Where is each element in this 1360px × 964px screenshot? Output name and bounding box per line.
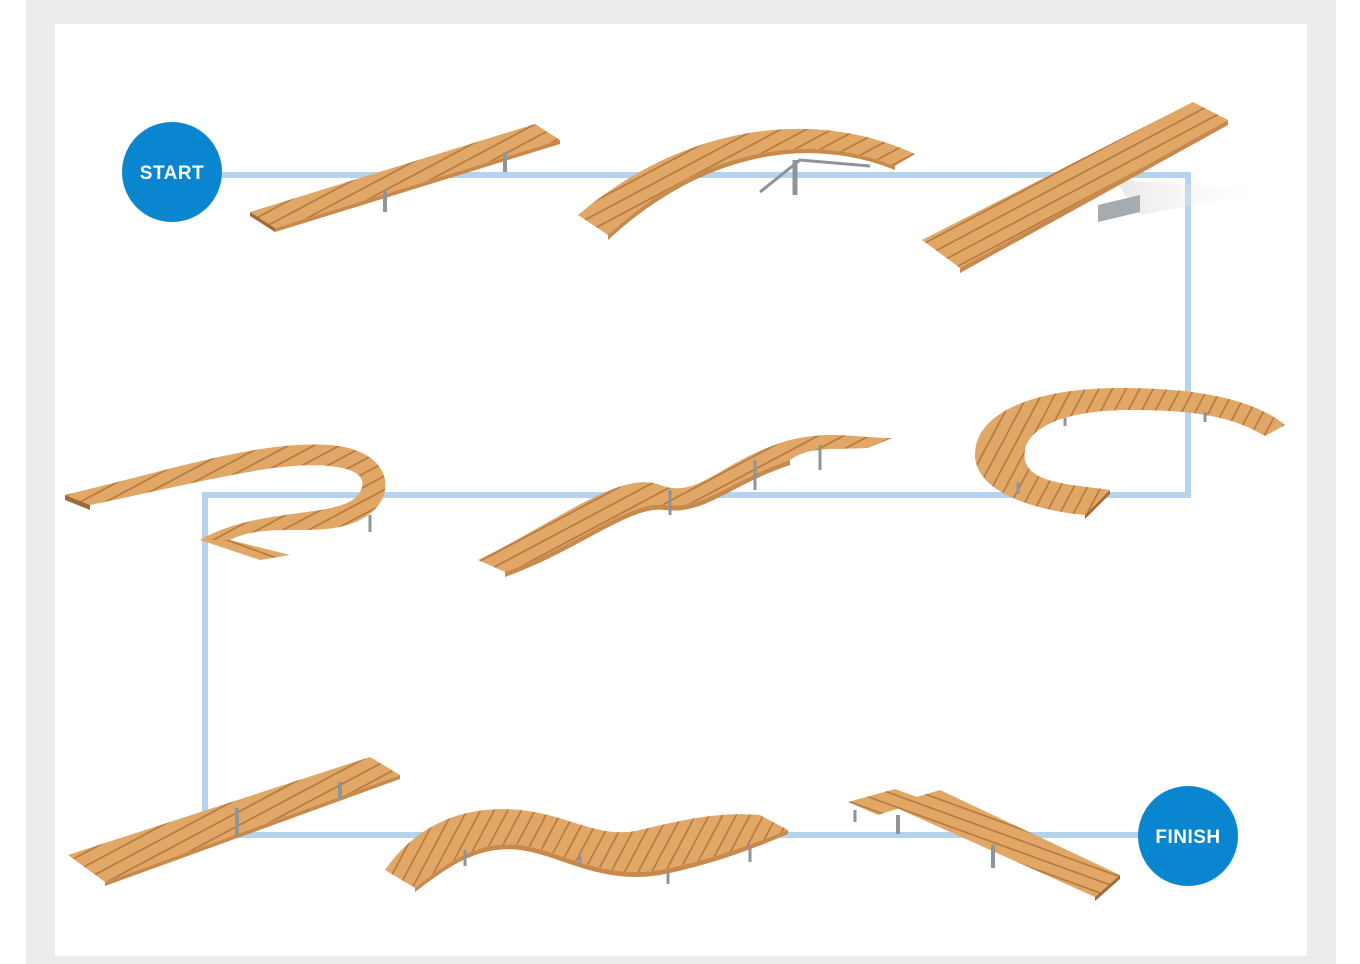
- start-node: START: [122, 122, 222, 222]
- element-serpentine: [385, 809, 788, 892]
- element-wave-bridge: [478, 435, 892, 577]
- finish-label: FINISH: [1155, 827, 1220, 848]
- element-seesaw: [922, 102, 1280, 273]
- element-horseshoe: [975, 388, 1285, 519]
- element-ramp-platform: [68, 757, 400, 886]
- element-arched-bridge: [578, 129, 915, 240]
- element-step-ramp: [848, 789, 1120, 901]
- finish-node: FINISH: [1138, 786, 1238, 886]
- element-spiral-curve: [65, 444, 385, 560]
- start-label: START: [140, 163, 204, 184]
